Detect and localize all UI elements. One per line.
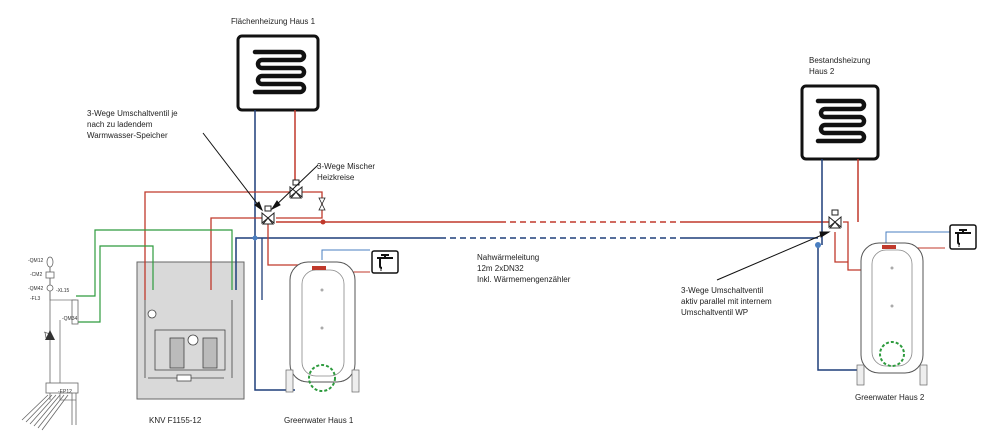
label-nahwaerme-line-3: Inkl. Wärmemengenzähler xyxy=(477,275,571,284)
label-umschalt-1-line-2: nach zu ladendem xyxy=(87,120,153,129)
pipe-hp-supply-main xyxy=(144,191,290,290)
pipe-brine-grey xyxy=(49,260,76,401)
junction-dot-blue-1 xyxy=(252,235,258,241)
label-bestandsheizung-1: Bestandsheizung xyxy=(809,56,871,65)
label-cm2: -CM2 xyxy=(30,272,43,278)
floor-heating-icon-haus-1 xyxy=(236,34,320,112)
label-umschalt-2-line-3: Umschaltventil WP xyxy=(681,308,749,317)
pipe-brine-1 xyxy=(76,229,233,297)
label-flaechenheizung: Flächenheizung Haus 1 xyxy=(231,17,316,26)
pipe-tank1-dhw-blue xyxy=(321,249,370,260)
switch-valve-haus-1 xyxy=(261,205,275,225)
label-fl3: -FL3 xyxy=(30,296,41,302)
label-umschalt-1-line-1: 3-Wege Umschaltventil je xyxy=(87,109,178,118)
label-mischer-line-2: Heizkreise xyxy=(317,173,355,182)
label-greenwater-1: Greenwater Haus 1 xyxy=(284,416,354,425)
junction-dot-blue-2 xyxy=(815,242,821,248)
pipe-tank1-supply xyxy=(267,222,309,268)
label-nahwaerme-line-2: 12m 2xDN32 xyxy=(477,264,524,273)
label-mischer-line-1: 3-Wege Mischer xyxy=(317,162,376,171)
tank-greenwater-haus-1 xyxy=(285,261,360,393)
label-qm42: -QM42 xyxy=(28,286,44,292)
pipe-h2-switch-to-tank-2 xyxy=(834,232,848,263)
pipe-tank2-dhw-blue xyxy=(885,231,950,245)
pipe-h2-switch-to-tank xyxy=(843,221,868,271)
faucet-icon-haus-1 xyxy=(371,250,399,274)
pipe-floor-return xyxy=(254,110,295,391)
label-umschalt-2-line-1: 3-Wege Umschaltventil xyxy=(681,286,764,295)
faucet-icon-haus-2 xyxy=(949,224,977,250)
label-xl15: -XL15 xyxy=(56,288,70,294)
heat-pump-internals xyxy=(144,300,233,382)
pipe-brine-2 xyxy=(76,245,154,323)
label-qm34: -QM34 xyxy=(62,316,78,322)
label-umschalt-1-line-3: Warmwasser-Speicher xyxy=(87,131,168,140)
label-ep12: -EP12 xyxy=(58,389,72,395)
label-nahwaerme-line-1: Nahwärmeleitung xyxy=(477,253,540,262)
label-bestandsheizung-2: Haus 2 xyxy=(809,67,835,76)
pipe-nahwaerme-return-solid xyxy=(235,237,440,290)
junction-dot-red-1 xyxy=(320,219,326,225)
pipe-radiator2-return xyxy=(817,159,860,371)
callout-arrows xyxy=(202,132,831,281)
label-greenwater-2: Greenwater Haus 2 xyxy=(855,393,925,402)
switch-valve-haus-2 xyxy=(828,209,842,229)
label-qm12: -QM12 xyxy=(28,258,44,264)
tank-greenwater-haus-2 xyxy=(856,242,928,386)
radiator-icon-haus-2 xyxy=(800,84,880,161)
label-umschalt-2-line-2: aktiv parallel mit internem xyxy=(681,297,772,306)
pipe-hp-supply-2 xyxy=(210,217,263,290)
brine-manifold xyxy=(21,256,79,431)
check-valve-red xyxy=(318,197,326,211)
label-knv: KNV F1155-12 xyxy=(149,416,202,425)
